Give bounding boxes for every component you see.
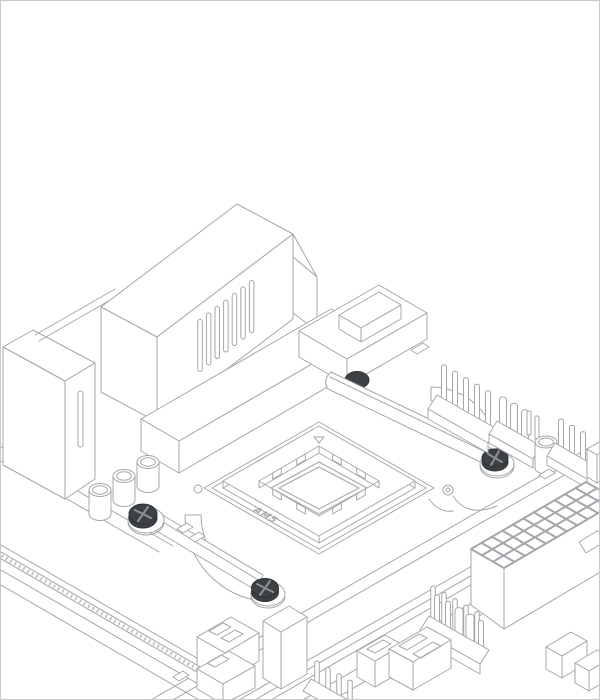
pin-header-clusters-top-right — [427, 364, 599, 489]
io-shroud-heatsink — [100, 203, 318, 423]
vertical-connector-box — [262, 605, 308, 690]
corner-connector-box-1 — [545, 631, 588, 679]
bracket-bar-upper — [325, 371, 499, 470]
corner-connector-box-2 — [574, 649, 599, 692]
retention-hook — [452, 495, 498, 511]
socket-screw-hole — [442, 484, 454, 496]
smd-components — [172, 342, 556, 682]
single-pin — [534, 415, 540, 441]
atx-24pin-power-connector — [470, 481, 599, 630]
bracket-bar-lower — [153, 512, 264, 592]
usb-header-box-2 — [196, 650, 256, 699]
pin-header-cluster-3 — [546, 418, 599, 489]
vent-slits — [197, 280, 255, 372]
atx-latch — [578, 530, 599, 554]
single-pin — [526, 410, 532, 436]
rear-io-cover — [2, 288, 120, 500]
pin-header-cluster-1 — [427, 364, 498, 454]
socket-tabs — [272, 453, 366, 515]
bottom-edge-connectors — [196, 605, 599, 699]
sata-connector-box — [388, 626, 452, 691]
cpu-socket: AM5 — [193, 421, 454, 555]
bottom-pin-header — [302, 660, 353, 699]
vrm-heatsink-step — [140, 284, 428, 474]
retention-bracket-lower — [127, 503, 286, 609]
socket-contact-area — [270, 461, 368, 515]
io-cover-slot — [77, 390, 84, 448]
atx-pin-lattice — [470, 481, 599, 569]
pin1-triangle-marker — [313, 436, 325, 444]
pin-header-cluster-2 — [488, 396, 542, 469]
electrolytic-capacitors-left — [88, 455, 160, 521]
